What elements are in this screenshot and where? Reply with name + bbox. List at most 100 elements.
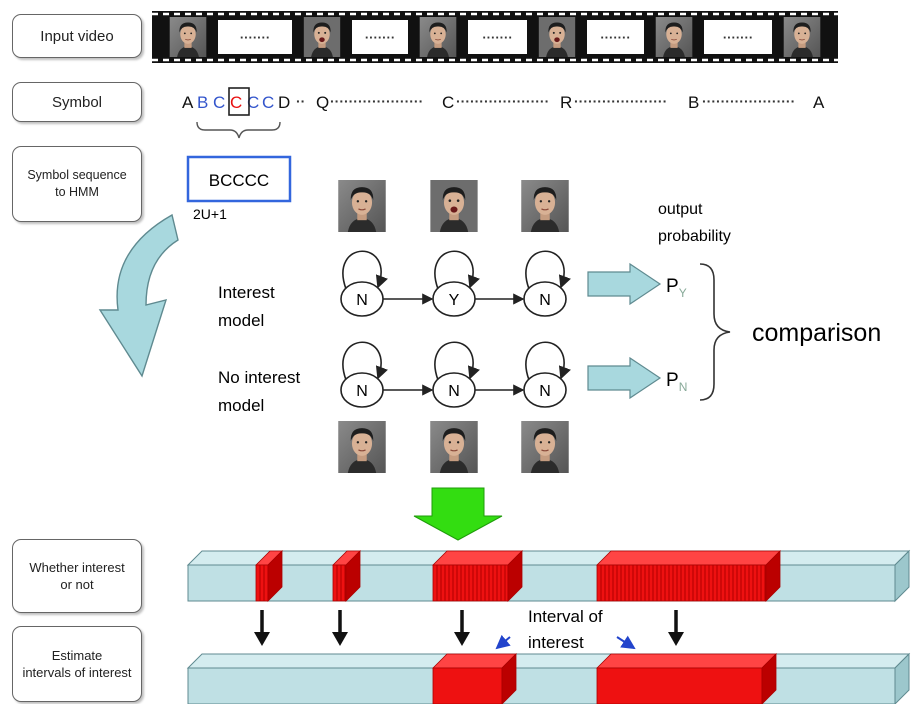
film-gap bbox=[218, 20, 292, 54]
bar-side bbox=[894, 652, 910, 704]
selected-symbol-frame bbox=[228, 87, 250, 116]
symbol-letter: C bbox=[247, 93, 259, 112]
film-gap bbox=[468, 20, 527, 54]
video-film-strip: ······· ······· ······· ······· ······· bbox=[152, 11, 838, 63]
hmm-input-box bbox=[186, 155, 292, 203]
estimate-intervals-line-1: Estimate bbox=[51, 648, 103, 663]
bar-top-face bbox=[186, 550, 911, 566]
interest-segment-side bbox=[761, 653, 777, 704]
nointerest-state-label: N bbox=[539, 383, 551, 400]
whether-interest-line-1: Whether interest bbox=[29, 560, 125, 575]
prob-no-interest: PN bbox=[666, 370, 687, 394]
down-arrow-head bbox=[332, 632, 348, 646]
down-arrow-head bbox=[254, 632, 270, 646]
symbol-letter: A bbox=[813, 93, 825, 112]
film-dots: ······· bbox=[482, 30, 512, 45]
nointerest-state-face bbox=[337, 421, 387, 473]
video-frame bbox=[169, 17, 207, 57]
interest-interval-bar bbox=[186, 652, 911, 704]
curved-flow-arrow bbox=[98, 213, 179, 378]
self-loop bbox=[525, 250, 571, 290]
interest-state bbox=[523, 281, 567, 317]
interest-segment-side bbox=[501, 653, 517, 704]
symbol-letter: C bbox=[442, 93, 454, 112]
window-length: 2U+1 bbox=[193, 206, 227, 222]
input-video-text: Input video bbox=[40, 27, 114, 45]
interest-segment-top bbox=[432, 550, 523, 566]
down-arrow-head bbox=[668, 632, 684, 646]
symbol-letter: C bbox=[213, 93, 225, 112]
nointerest-state-label: N bbox=[356, 383, 368, 400]
interval-pointer-left bbox=[495, 634, 511, 650]
symbol-sequence-line-1: Symbol sequence bbox=[27, 168, 127, 182]
symbol-text: Symbol bbox=[51, 93, 103, 111]
bar-side bbox=[894, 549, 910, 603]
interest-state-face bbox=[520, 180, 570, 232]
interest-segment-side bbox=[765, 550, 781, 602]
symbol-sequence-line-2: to HMM bbox=[55, 185, 99, 199]
down-arrow-head bbox=[454, 632, 470, 646]
symbol-sequence-to-hmm-label: Symbol sequence to HMM bbox=[12, 146, 142, 222]
interest-segment-top bbox=[596, 550, 781, 566]
estimate-intervals-label: Estimate intervals of interest bbox=[12, 626, 142, 702]
comparison-label: comparison bbox=[752, 319, 881, 347]
nointerest-state-face bbox=[429, 421, 479, 473]
interest-segment-side bbox=[507, 550, 523, 602]
interest-segment-top bbox=[596, 653, 777, 669]
result-down-arrow bbox=[413, 487, 503, 541]
interest-state-label: Y bbox=[449, 292, 460, 309]
film-gap bbox=[704, 20, 772, 54]
interest-segment bbox=[432, 667, 503, 704]
interval-of-interest-line-1: Interval of bbox=[528, 607, 603, 626]
whether-interest-line-2: or not bbox=[60, 577, 94, 592]
symbol-letter: R bbox=[560, 93, 572, 112]
symbol-letter: A bbox=[182, 93, 194, 112]
whether-interest-label: Whether interest or not bbox=[12, 539, 142, 613]
interest-model-label-1: Interest bbox=[218, 283, 275, 302]
prob-interest: PY bbox=[666, 276, 687, 300]
film-dots: ······· bbox=[240, 30, 270, 45]
interest-model-label-2: model bbox=[218, 311, 264, 330]
interest-segment-side bbox=[345, 550, 361, 602]
interest-state-label: N bbox=[539, 292, 551, 309]
symbol-label: Symbol bbox=[12, 82, 142, 122]
video-frame bbox=[538, 17, 576, 57]
symbol-letter: C bbox=[230, 93, 242, 112]
interest-segment bbox=[332, 564, 347, 602]
interest-output-arrow bbox=[587, 262, 662, 306]
symbol-dots: ···················· bbox=[330, 93, 423, 109]
video-frame bbox=[783, 17, 821, 57]
symbol-letter: D bbox=[278, 93, 290, 112]
bar-top-face bbox=[186, 653, 911, 669]
symbol-letter: B bbox=[197, 93, 208, 112]
film-gap bbox=[352, 20, 408, 54]
output-probability-line-1: output bbox=[658, 201, 703, 218]
video-frame bbox=[419, 17, 457, 57]
bar-front bbox=[187, 667, 896, 704]
film-dots: ······· bbox=[600, 30, 630, 45]
film-dots: ······· bbox=[723, 30, 753, 45]
hmm-input-sequence: BCCCC bbox=[209, 171, 269, 190]
interest-state-label: N bbox=[356, 292, 368, 309]
symbol-dots: ···················· bbox=[702, 93, 795, 109]
estimate-intervals-line-2: intervals of interest bbox=[22, 665, 132, 680]
interest-state-face bbox=[337, 180, 387, 232]
self-loop bbox=[525, 341, 571, 381]
self-loop bbox=[342, 341, 388, 381]
symbol-letter: C bbox=[262, 93, 274, 112]
symbol-dots: ···················· bbox=[456, 93, 549, 109]
symbol-letter: Q bbox=[316, 93, 329, 112]
no-interest-model-label-1: No interest bbox=[218, 368, 300, 387]
interval-pointer-right bbox=[616, 635, 636, 650]
comparison-bracket bbox=[699, 263, 731, 401]
symbol-letter: B bbox=[688, 93, 699, 112]
film-dots: ······· bbox=[365, 30, 395, 45]
output-probability-line-2: probability bbox=[658, 228, 731, 245]
self-loop bbox=[434, 250, 480, 290]
video-frame bbox=[655, 17, 693, 57]
nointerest-state bbox=[523, 372, 567, 408]
nointerest-state-label: N bbox=[448, 383, 460, 400]
input-video-label: Input video bbox=[12, 14, 142, 58]
